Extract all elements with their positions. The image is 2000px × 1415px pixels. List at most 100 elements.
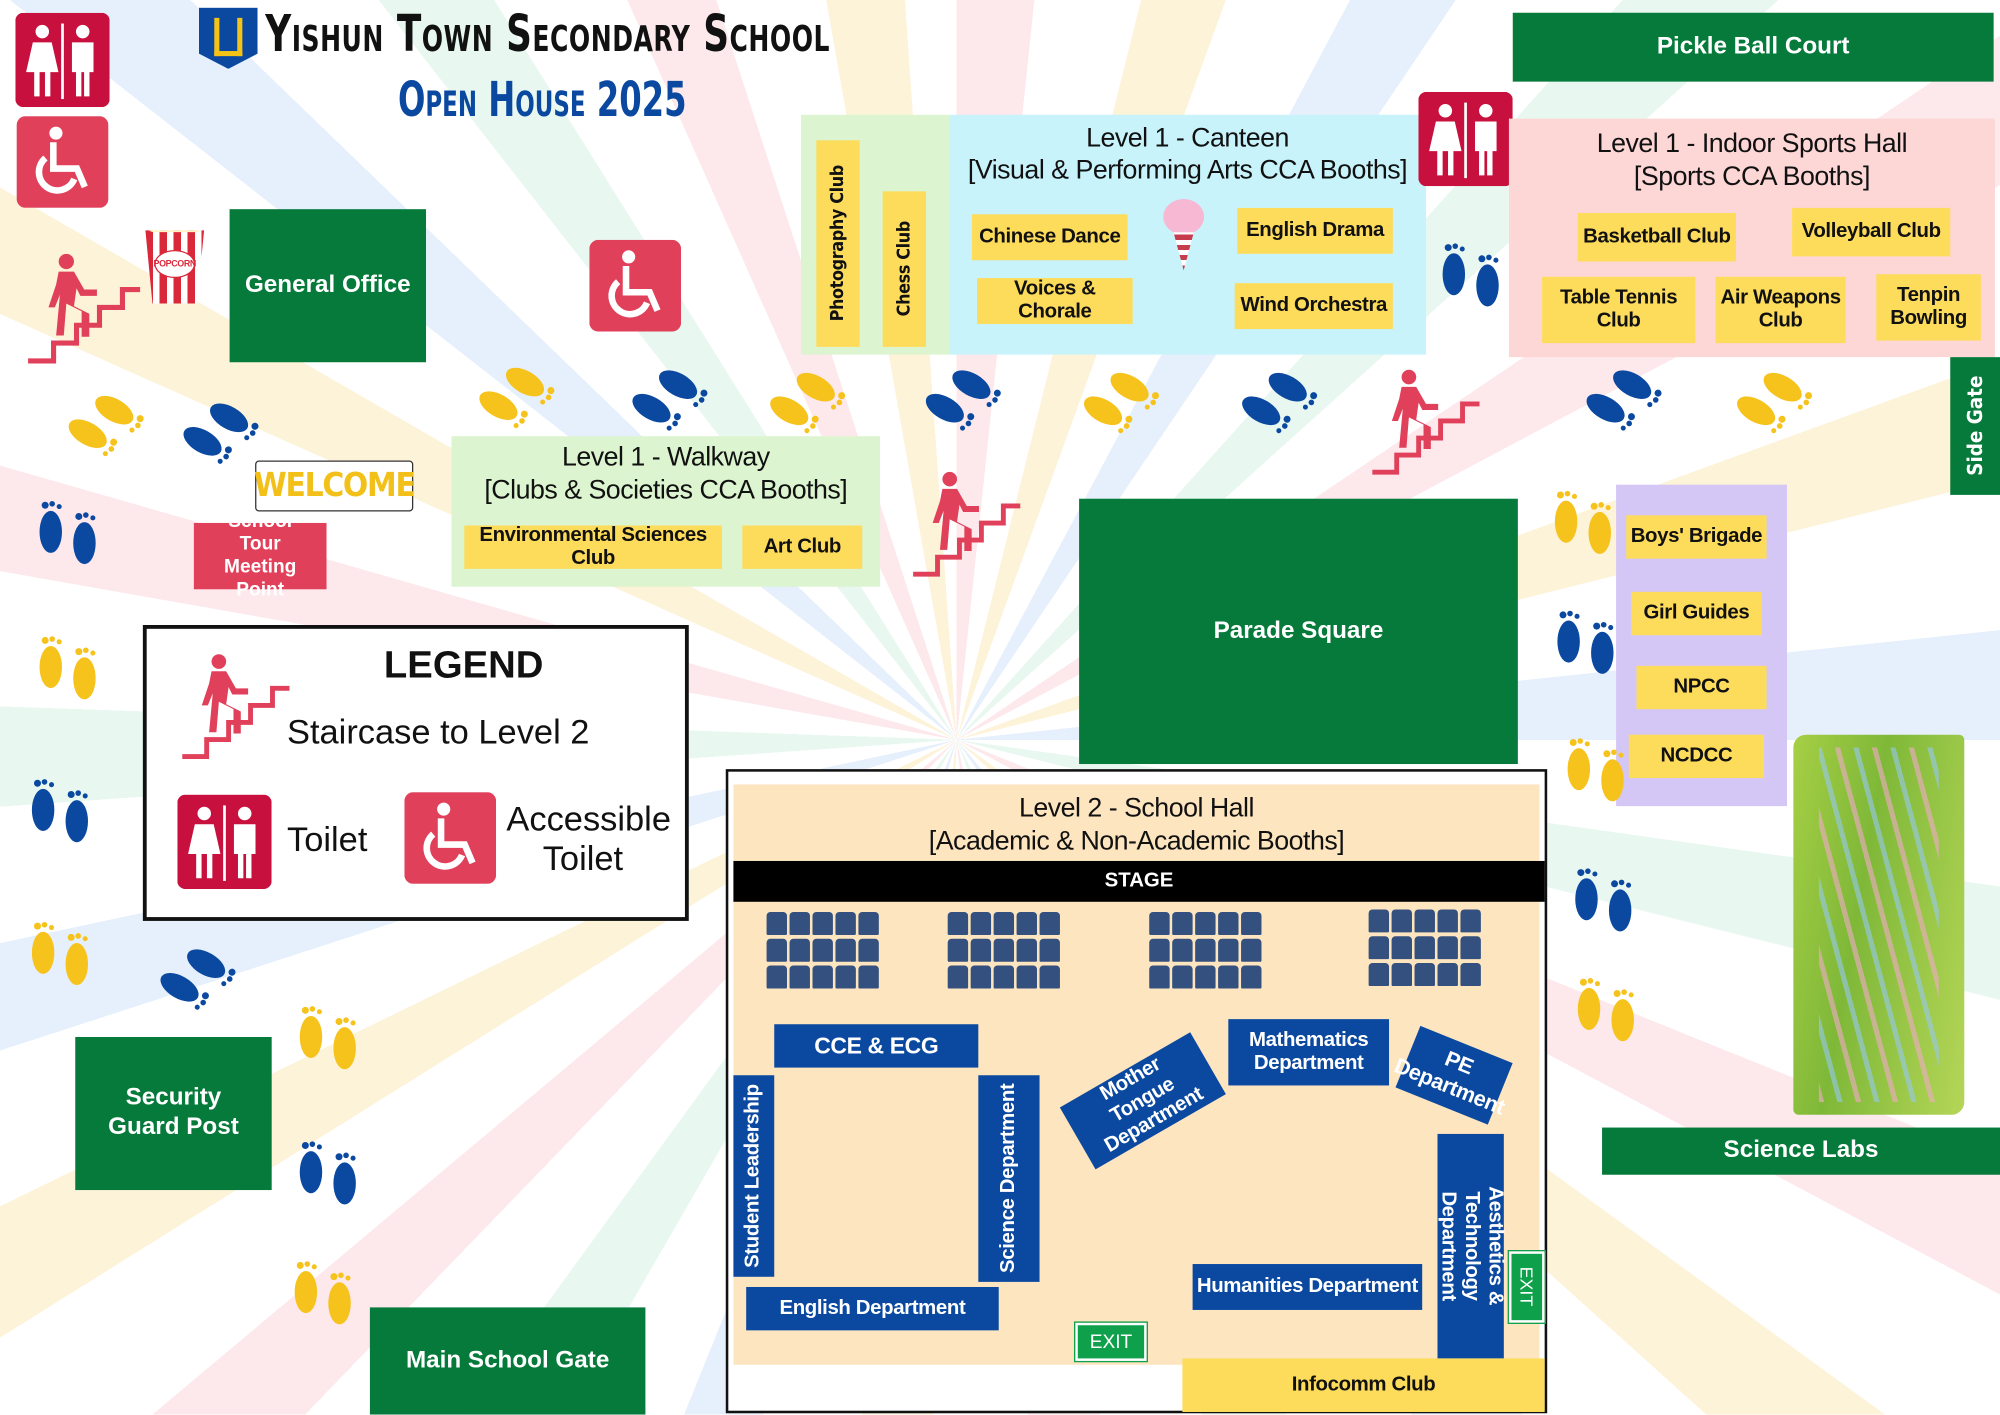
seat xyxy=(1241,911,1262,935)
seat xyxy=(1391,936,1412,960)
seat xyxy=(1460,909,1481,933)
seating-block xyxy=(1368,909,1481,986)
seat xyxy=(1039,938,1060,962)
seat xyxy=(766,965,787,989)
footprints-icon xyxy=(1566,342,1681,457)
seat xyxy=(789,965,810,989)
seating-block xyxy=(766,911,879,989)
footprints-icon xyxy=(1543,599,1627,683)
booth-mathematics-department: Mathematics Department xyxy=(1228,1019,1390,1086)
seat xyxy=(835,965,856,989)
accessible-toilet-icon xyxy=(589,240,681,332)
zone-school-hall: Level 2 - School Hall [Academic & Non-Ac… xyxy=(725,769,1548,1414)
booth-girl-guides: Girl Guides xyxy=(1631,591,1762,636)
footprints-icon xyxy=(286,995,370,1079)
seat xyxy=(1016,965,1037,989)
seat xyxy=(1172,938,1193,962)
sports-hall-subtitle: [Sports CCA Booths] xyxy=(1633,161,1870,192)
footprints-icon xyxy=(1541,480,1625,564)
seat xyxy=(947,911,969,935)
seat xyxy=(1414,909,1435,933)
staircase-icon xyxy=(1370,365,1480,480)
seat xyxy=(993,938,1015,962)
security-guard-post: Security Guard Post xyxy=(75,1036,272,1191)
stage: STAGE xyxy=(733,860,1545,902)
seat xyxy=(993,965,1015,989)
seat xyxy=(1149,938,1170,962)
booth-ncdcc: NCDCC xyxy=(1628,734,1765,779)
seat xyxy=(858,938,879,962)
school-crest-icon xyxy=(198,7,258,69)
science-labs: Science Labs xyxy=(1602,1127,2000,1175)
booth-tenpin-bowling: Tenpin Bowling xyxy=(1876,274,1981,341)
garden-image xyxy=(1793,734,1965,1115)
seat xyxy=(812,911,833,935)
footprints-icon xyxy=(1064,344,1179,459)
seat xyxy=(835,911,856,935)
seat xyxy=(993,911,1015,935)
booth-chess-club: Chess Club xyxy=(882,191,927,347)
seat xyxy=(766,911,787,935)
school-tour-meeting-point: School Tour Meeting Point xyxy=(193,510,327,601)
seat xyxy=(1391,909,1412,933)
seat xyxy=(1172,965,1193,989)
toilet-icon xyxy=(177,795,271,889)
exit-sign: EXIT xyxy=(1507,1249,1546,1324)
booth-art-club: Art Club xyxy=(742,525,863,569)
seat xyxy=(858,965,879,989)
walkway-title: Level 1 - Walkway xyxy=(561,442,770,472)
zone-indoor-sports-hall: Level 1 - Indoor Sports Hall [Sports CCA… xyxy=(1508,118,1995,358)
seat xyxy=(812,965,833,989)
canteen-subtitle: [Visual & Performing Arts CCA Booths] xyxy=(967,155,1408,185)
footprints-icon xyxy=(1717,344,1832,459)
booth-aesthetics-technology-department: Aesthetics & Technology Department xyxy=(1437,1133,1506,1359)
legend-toilet-label: Toilet xyxy=(286,820,368,859)
footprints-icon xyxy=(281,1250,365,1334)
booth-student-leadership: Student Leadership xyxy=(733,1075,775,1277)
footprints-icon xyxy=(1554,727,1638,811)
sports-hall-title: Level 1 - Indoor Sports Hall xyxy=(1596,128,1908,159)
booth-npcc: NPCC xyxy=(1636,665,1767,710)
toilet-icon xyxy=(15,13,109,107)
popcorn-label: POPCORN xyxy=(154,249,196,279)
footprints-icon xyxy=(18,768,102,852)
booth-english-drama: English Drama xyxy=(1237,207,1393,254)
general-office: General Office xyxy=(229,209,427,363)
booth-table-tennis-club: Table Tennis Club xyxy=(1542,276,1696,344)
legend: LEGEND Staircase to Level 2 Toilet Acces… xyxy=(142,624,689,921)
booth-wind-orchestra: Wind Orchestra xyxy=(1234,283,1393,330)
booth-basketball-club: Basketball Club xyxy=(1577,213,1736,262)
seat xyxy=(1241,938,1262,962)
seat xyxy=(1437,963,1458,986)
cotton-candy-icon xyxy=(1163,198,1205,235)
seat xyxy=(1016,911,1037,935)
seat xyxy=(835,938,856,962)
footprints-icon xyxy=(1429,232,1513,316)
seat xyxy=(1149,911,1170,935)
footprints-icon xyxy=(906,342,1021,457)
seat xyxy=(947,965,969,989)
welcome-sign: WELCOME xyxy=(254,460,416,512)
footprints-icon xyxy=(26,490,110,574)
seat xyxy=(1414,963,1435,986)
booth-voices-chorale: Voices & Chorale xyxy=(977,278,1133,324)
seat xyxy=(1172,911,1193,935)
toilet-icon xyxy=(1418,92,1512,186)
seat xyxy=(1241,965,1262,989)
booth-cce-ecg: CCE & ECG xyxy=(774,1024,979,1068)
booth-air-weapons-club: Air Weapons Club xyxy=(1715,276,1846,344)
seat xyxy=(947,938,969,962)
seat xyxy=(1218,911,1239,935)
staircase-icon xyxy=(911,467,1021,582)
seat xyxy=(1218,965,1239,989)
main-school-gate: Main School Gate xyxy=(369,1307,646,1415)
zone-canteen: Level 1 - Canteen [Visual & Performing A… xyxy=(948,114,1427,355)
seating-block xyxy=(1149,911,1262,989)
booth-boys-brigade: Boys' Brigade xyxy=(1626,515,1767,559)
exit-sign: EXIT xyxy=(1073,1321,1148,1363)
booth-environmental-sciences: Environmental Sciences Club xyxy=(464,524,722,569)
footprints-icon xyxy=(1564,967,1648,1051)
staircase-icon xyxy=(26,250,141,367)
seat xyxy=(1460,936,1481,960)
school-hall-title: Level 2 - School Hall xyxy=(1018,793,1254,823)
